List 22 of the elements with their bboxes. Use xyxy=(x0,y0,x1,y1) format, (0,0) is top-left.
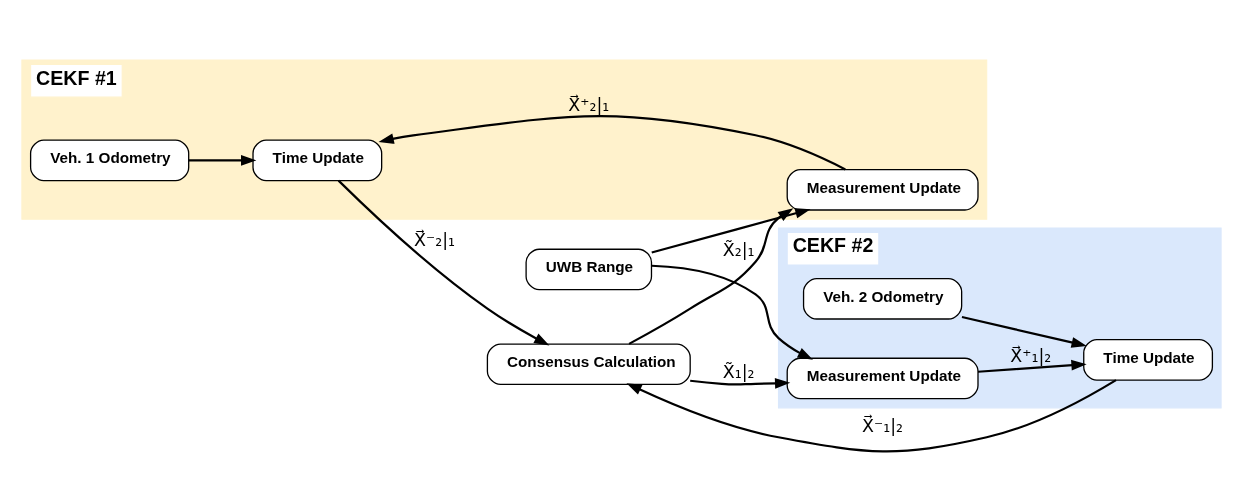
edge-label: X̃₁|₂ xyxy=(722,362,755,383)
node-box: Consensus Calculation xyxy=(486,343,691,386)
node-box: Veh. 2 Odometry xyxy=(802,278,963,320)
arrow xyxy=(690,378,791,389)
arrow xyxy=(651,264,813,360)
node-box: UWB Range xyxy=(525,248,653,291)
node-box: Measurement Update xyxy=(786,169,979,211)
node-box: Time Update xyxy=(1083,339,1214,381)
edge-label: X⃗⁻₁|₂ xyxy=(862,415,904,436)
node-box: Measurement Update xyxy=(786,357,979,400)
arrow xyxy=(961,315,1087,348)
node-box: Veh. 1 Odometry xyxy=(29,139,190,182)
arrow xyxy=(626,379,1117,453)
arrow xyxy=(337,179,550,346)
arrow xyxy=(378,115,846,171)
edge-label: X⃗⁺₂|₁ xyxy=(568,95,610,116)
node-box: Time Update xyxy=(252,139,383,182)
edge-label: X̃₂|₁ xyxy=(722,240,755,261)
arrow xyxy=(977,359,1087,373)
edge-label: X⃗⁺₁|₂ xyxy=(1010,345,1052,366)
arrow xyxy=(188,155,257,166)
edge-label: X⃗⁻₂|₁ xyxy=(414,230,456,251)
